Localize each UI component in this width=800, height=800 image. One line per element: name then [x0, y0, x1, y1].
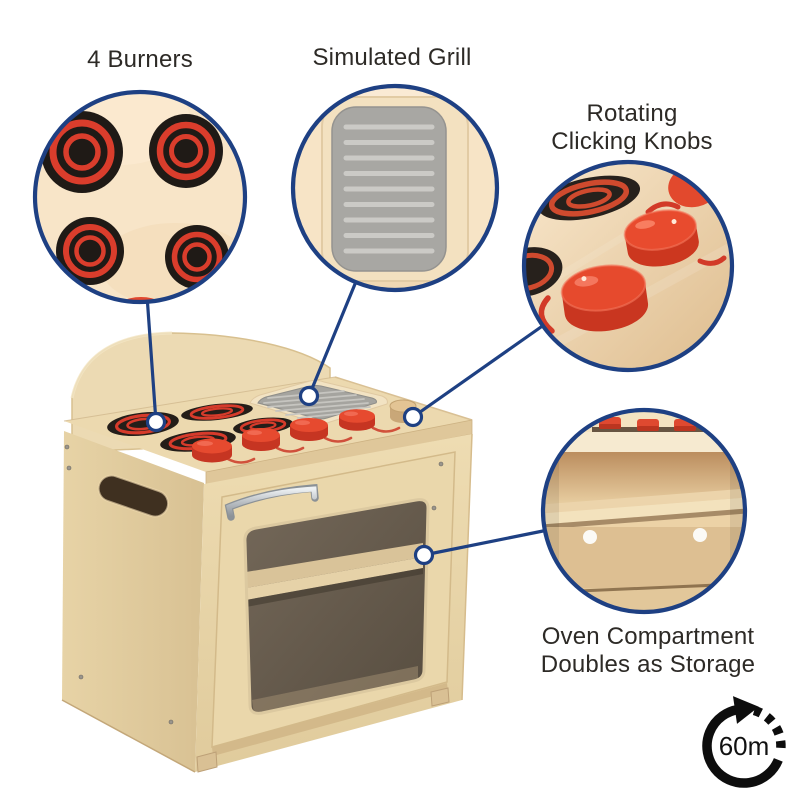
rotating-arrow-icon: [702, 696, 786, 788]
callout-label-knobs: Rotating Clicking Knobs: [502, 100, 762, 156]
callout-label-line: Doubles as Storage: [540, 651, 756, 678]
assembly-time-text: 60m: [719, 731, 770, 761]
red-knob-closeup: [560, 264, 649, 332]
red-knob: [242, 428, 280, 451]
callout-anchor-knobs: [402, 406, 424, 428]
back-panel-hole: [583, 530, 597, 544]
callout-line-oven: [422, 529, 545, 557]
callout-line-knobs: [411, 325, 543, 419]
callout-circle-grill: [290, 83, 500, 293]
callout-label-line: Clicking Knobs: [551, 128, 713, 155]
burner-closeup: [56, 217, 124, 285]
grill-closeup: [331, 106, 447, 272]
callout-label-line: Simulated Grill: [312, 44, 472, 71]
callout-label-burners: 4 Burners: [10, 46, 270, 74]
kitchen-foot: [196, 751, 218, 773]
burner-closeup: [41, 111, 123, 193]
kitchen-foot: [430, 687, 450, 707]
back-panel-hole: [693, 528, 707, 542]
callout-circle-oven: [540, 407, 748, 615]
callout-label-line: Rotating: [586, 100, 678, 127]
oven-shelf-closeup: [543, 488, 745, 530]
callout-line-burners: [146, 302, 158, 424]
red-knob: [290, 418, 328, 441]
callout-anchors: [145, 385, 435, 566]
oven-door-handle: [224, 483, 319, 521]
callout-label-grill: Simulated Grill: [262, 44, 522, 72]
callout-label-line: Oven Compartment: [541, 623, 755, 650]
kitchen-front-face: [195, 433, 473, 773]
callout-anchor-burners: [145, 411, 167, 433]
callout-label-oven: Oven Compartment Doubles as Storage: [518, 623, 778, 679]
red-knob: [339, 409, 375, 431]
screws: [64, 444, 174, 725]
kitchen-side-panel: [61, 431, 204, 773]
red-knob-closeup: [623, 209, 699, 267]
side-handle-cutout: [97, 474, 170, 518]
oven-window: [243, 498, 430, 715]
screws: [431, 461, 444, 511]
callout-anchor-oven: [413, 544, 435, 566]
burner-closeup: [149, 114, 223, 188]
callout-lines: [146, 282, 545, 557]
callout-circle-burners: [32, 89, 248, 305]
play-kitchen-illustration: [61, 331, 473, 773]
burner-closeup: [524, 247, 563, 297]
callout-label-line: 4 Burners: [87, 46, 193, 73]
callout-line-grill: [307, 282, 357, 398]
assembly-time-badge: 60m: [702, 696, 786, 788]
callout-circle-knobs: [521, 159, 735, 373]
burner-closeup: [165, 225, 229, 289]
callout-anchor-grill: [298, 385, 320, 407]
red-knob: [192, 438, 232, 463]
